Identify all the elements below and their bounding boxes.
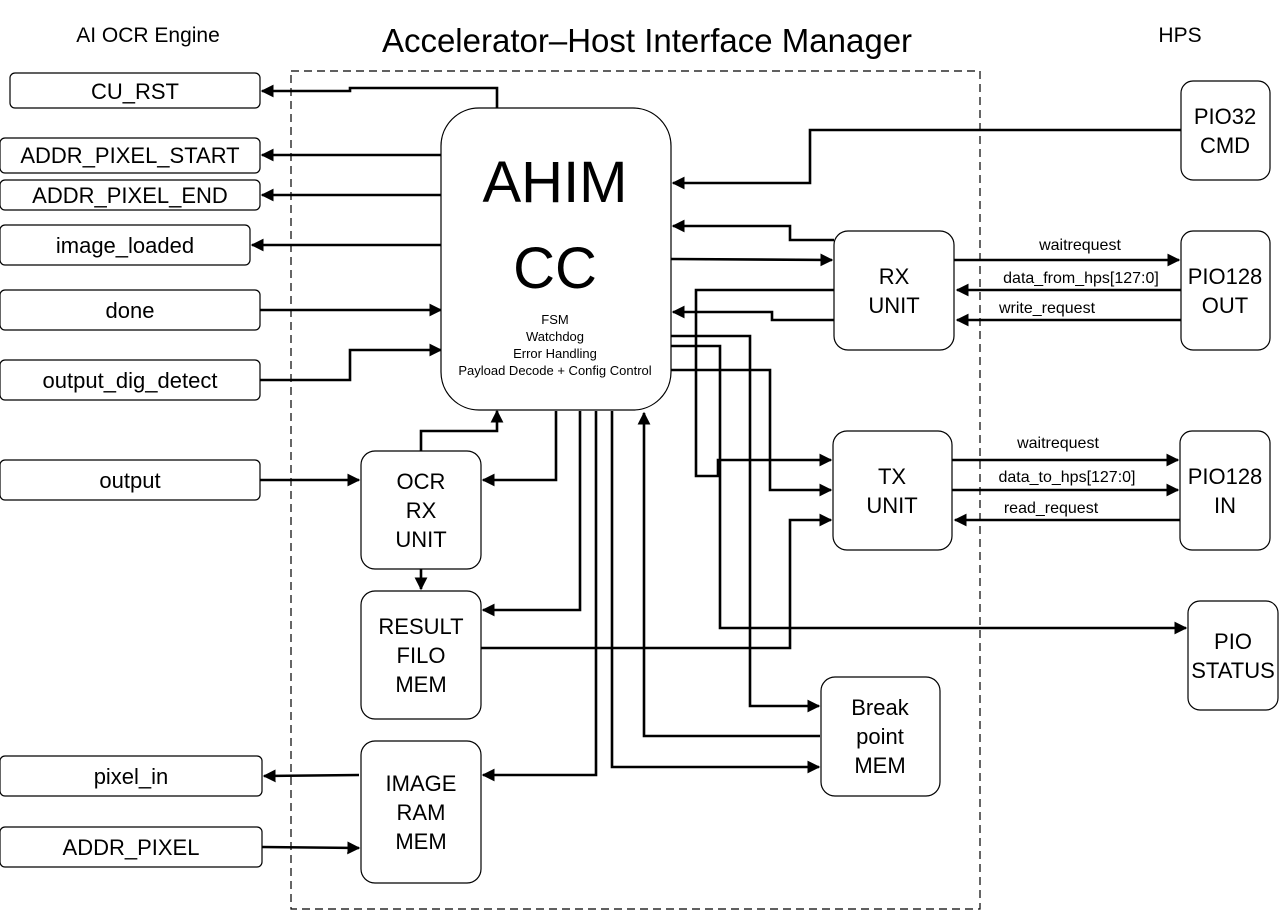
ocr-signal-addr-pixel: ADDR_PIXEL — [0, 826, 263, 868]
output-label: output — [99, 468, 160, 493]
ahim-cc-title-line2: CC — [513, 236, 597, 301]
pio-status-line1: PIO — [1214, 629, 1252, 654]
pio32-cmd-line1: PIO32 — [1194, 104, 1256, 129]
tx-unit-line1: TX — [878, 464, 906, 489]
pio32-cmd: PIO32 CMD — [1180, 80, 1271, 181]
ahim-cc-block: AHIM CC FSM Watchdog Error Handling Payl… — [440, 107, 672, 411]
image-mem-line1: IMAGE — [386, 771, 457, 796]
ocr-signal-addr-pixel-start: ADDR_PIXEL_START — [0, 137, 261, 174]
cu-rst-label: CU_RST — [91, 79, 179, 104]
rx-unit-line2: UNIT — [868, 293, 919, 318]
rx-unit-line1: RX — [879, 264, 910, 289]
result-mem-line3: MEM — [395, 672, 446, 697]
tx-unit: TX UNIT — [832, 430, 953, 551]
rx-write-request-label: write_request — [998, 300, 1096, 317]
ocr-rx-line3: UNIT — [395, 527, 446, 552]
rx-data-label: data_from_hps[127:0] — [1003, 270, 1159, 287]
result-mem-line2: FILO — [397, 643, 446, 668]
ocr-engine-header: AI OCR Engine — [76, 24, 220, 47]
ahim-feature-payload-decode: Payload Decode + Config Control — [458, 363, 651, 378]
pio128-in: PIO128 IN — [1179, 430, 1271, 551]
pixel-in-label: pixel_in — [94, 764, 169, 789]
ahim-feature-fsm: FSM — [541, 312, 568, 327]
breakpoint-mem-line2: point — [856, 724, 904, 749]
ocr-signal-addr-pixel-end: ADDR_PIXEL_END — [0, 179, 261, 211]
image-ram-mem: IMAGE RAM MEM — [360, 740, 482, 884]
tx-unit-line2: UNIT — [866, 493, 917, 518]
pio-status: PIO STATUS — [1187, 600, 1279, 711]
ahim-cc-title-line1: AHIM — [483, 150, 628, 215]
ocr-rx-line1: OCR — [397, 469, 446, 494]
ocr-signal-done: done — [0, 289, 261, 331]
pio32-cmd-line2: CMD — [1200, 133, 1250, 158]
breakpoint-mem-line3: MEM — [854, 753, 905, 778]
ocr-rx-unit: OCR RX UNIT — [360, 450, 482, 570]
tx-data-label: data_to_hps[127:0] — [998, 469, 1135, 486]
ocr-signal-output: output — [0, 459, 261, 501]
ocr-signal-output-dig-detect: output_dig_detect — [0, 359, 261, 401]
breakpoint-mem: Break point MEM — [820, 676, 941, 797]
output-dig-detect-label: output_dig_detect — [43, 368, 218, 393]
ocr-signal-image-loaded: image_loaded — [0, 224, 251, 266]
rx-waitrequest-label: waitrequest — [1038, 237, 1121, 254]
diagram-title: Accelerator–Host Interface Manager — [382, 22, 912, 59]
hps-header: HPS — [1158, 24, 1201, 47]
breakpoint-mem-line1: Break — [851, 695, 909, 720]
ocr-signal-pixel-in: pixel_in — [0, 755, 263, 797]
addr-pixel-end-label: ADDR_PIXEL_END — [32, 183, 228, 208]
result-mem-line1: RESULT — [378, 614, 463, 639]
addr-pixel-start-label: ADDR_PIXEL_START — [20, 143, 239, 168]
pio128-in-line1: PIO128 — [1188, 464, 1263, 489]
tx-waitrequest-label: waitrequest — [1016, 435, 1099, 452]
pio-status-line2: STATUS — [1191, 658, 1275, 683]
ahim-feature-watchdog: Watchdog — [526, 329, 584, 344]
done-label: done — [106, 298, 155, 323]
tx-read-request-label: read_request — [1004, 500, 1099, 517]
ahim-feature-error-handling: Error Handling — [513, 346, 597, 361]
image-loaded-label: image_loaded — [56, 233, 194, 258]
rx-unit: RX UNIT — [833, 230, 955, 351]
pio128-out-line2: OUT — [1202, 293, 1248, 318]
ocr-rx-line2: RX — [406, 498, 437, 523]
addr-pixel-label: ADDR_PIXEL — [63, 835, 200, 860]
pio128-in-line2: IN — [1214, 493, 1236, 518]
pio128-out: PIO128 OUT — [1180, 230, 1271, 351]
result-filo-mem: RESULT FILO MEM — [360, 590, 482, 720]
image-mem-line2: RAM — [397, 800, 446, 825]
wires — [250, 84, 1188, 855]
ocr-signal-cu-rst: CU_RST — [9, 72, 261, 109]
image-mem-line3: MEM — [395, 829, 446, 854]
pio128-out-line1: PIO128 — [1188, 264, 1263, 289]
